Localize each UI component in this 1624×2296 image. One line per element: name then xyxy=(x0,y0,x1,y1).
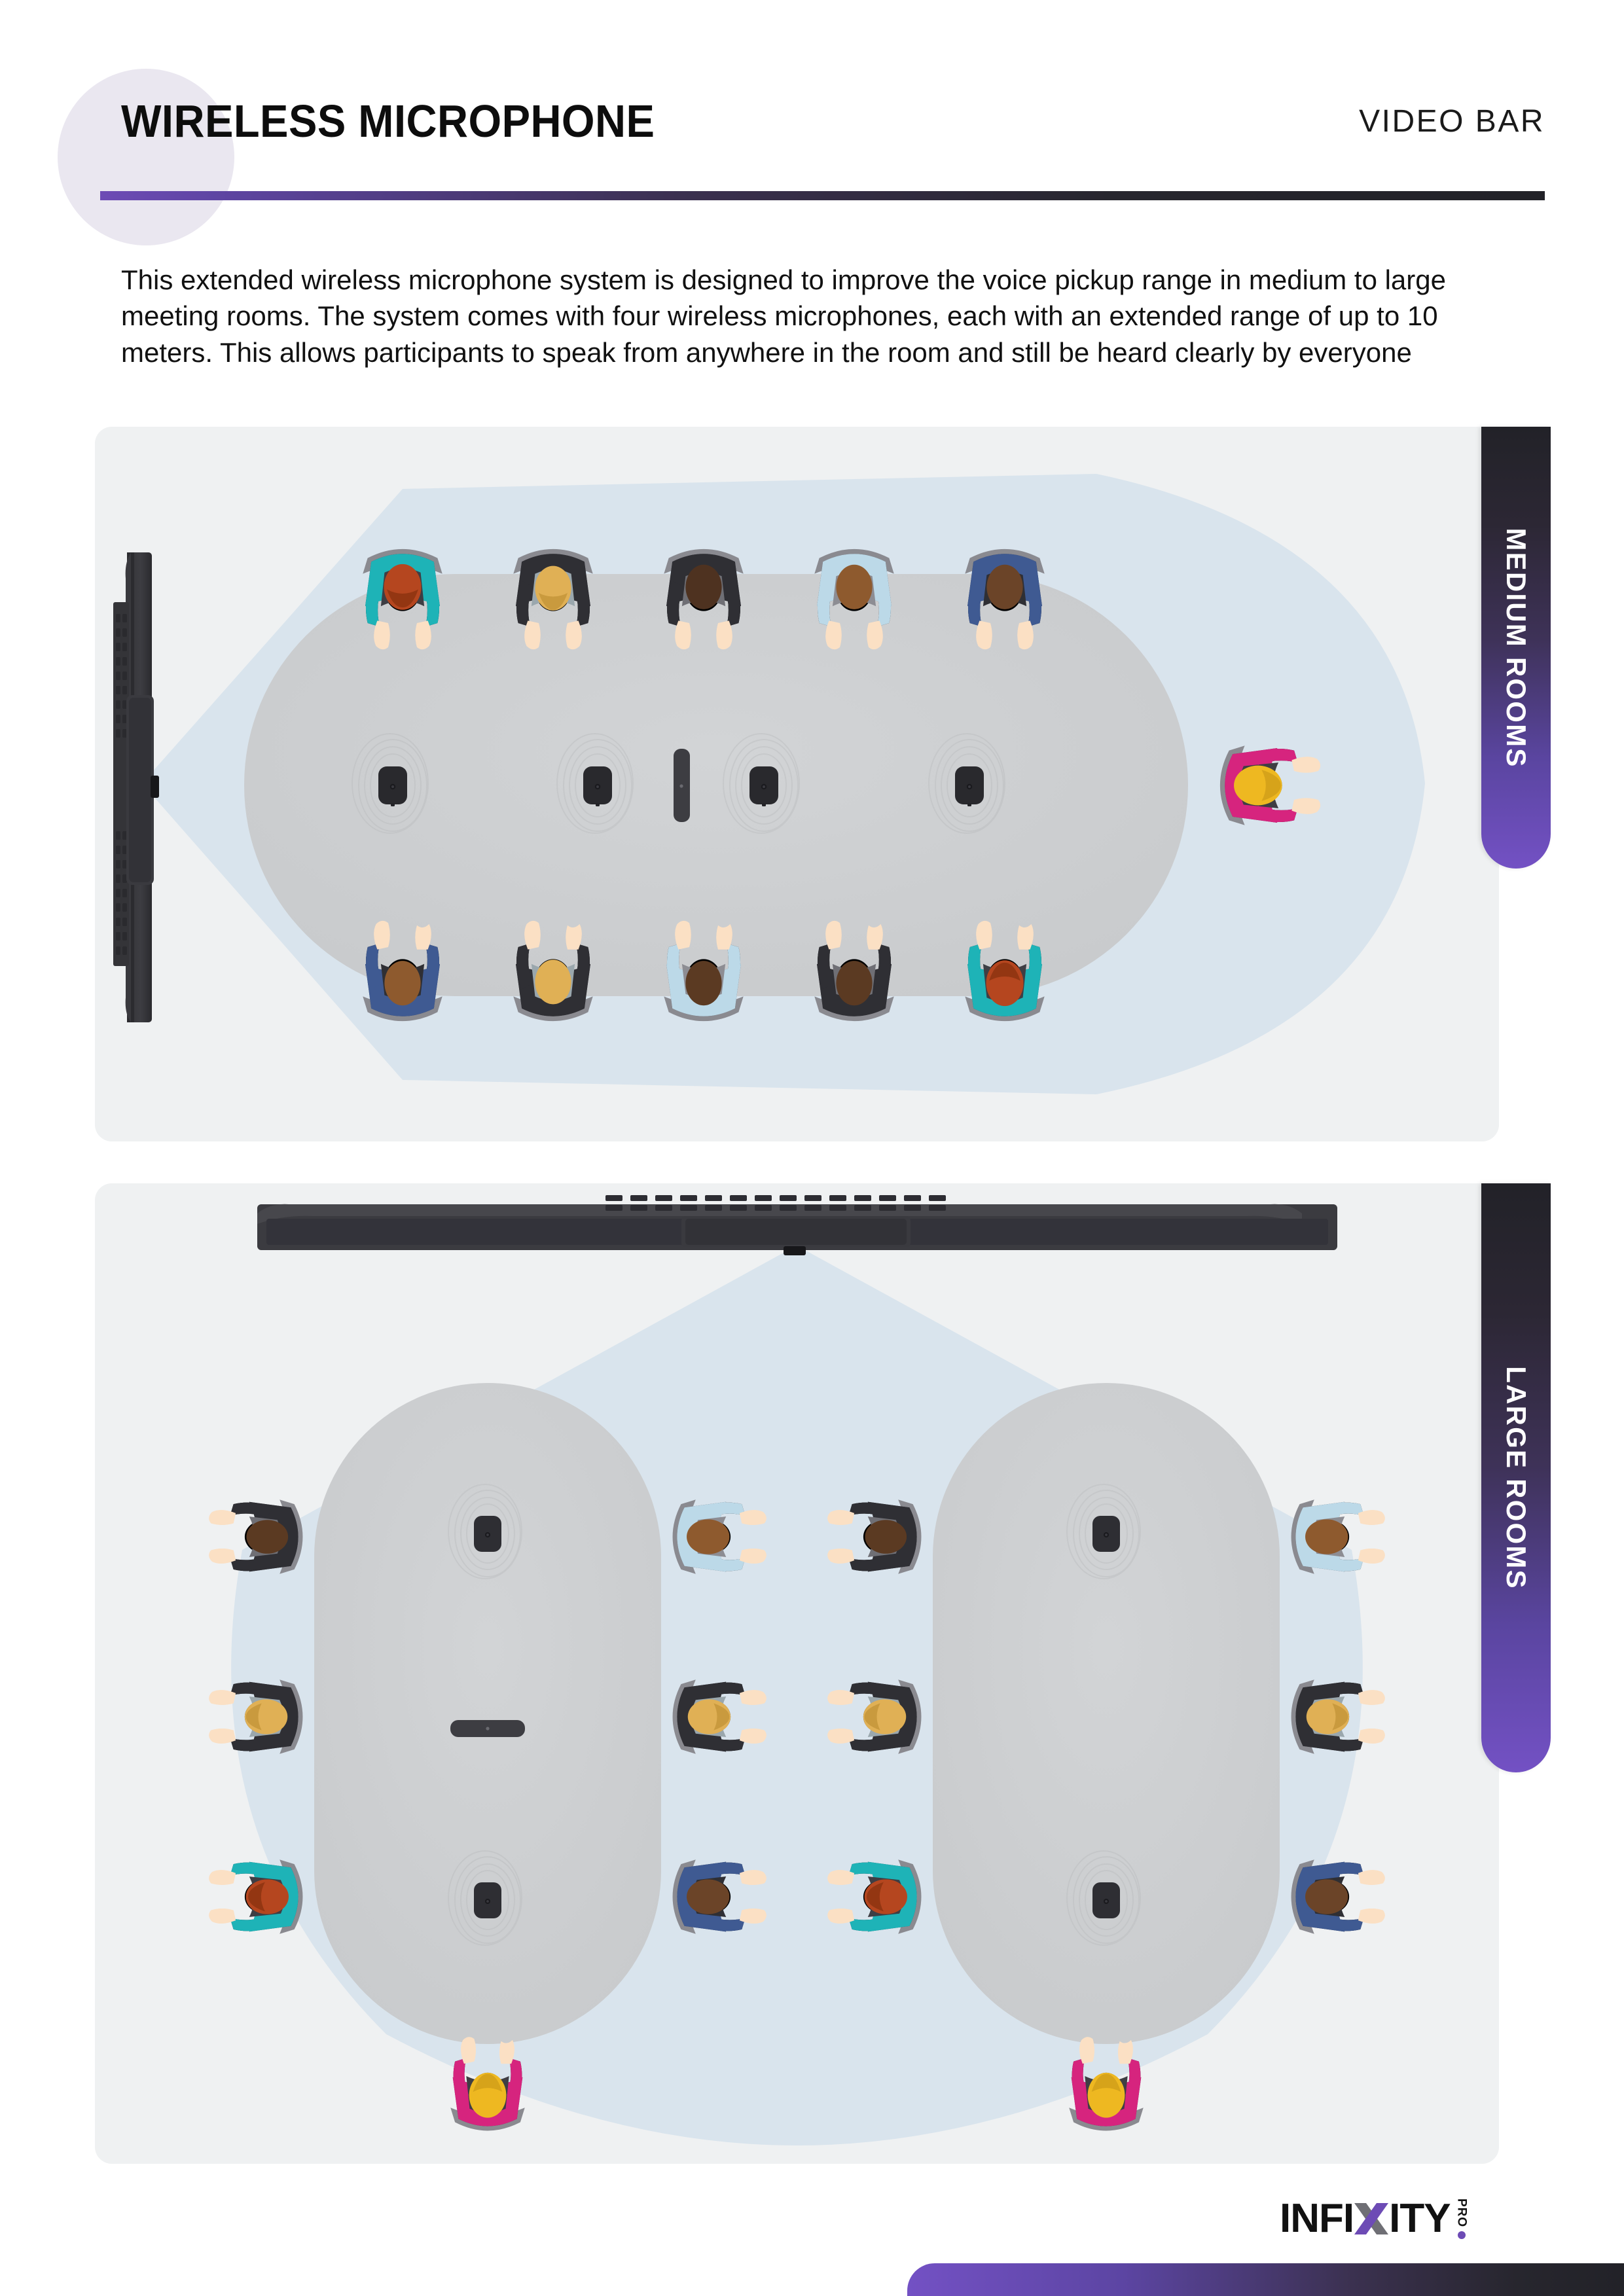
participant xyxy=(814,548,894,650)
brand-logo: INFI ITY PRO xyxy=(1280,2194,1555,2244)
participant xyxy=(363,920,442,1022)
participant xyxy=(209,1499,303,1574)
participant xyxy=(965,548,1045,650)
participant xyxy=(672,1859,767,1934)
logo-wordmark: INFI ITY xyxy=(1280,2198,1451,2239)
participant xyxy=(814,920,894,1022)
side-tab-large-rooms: LARGE ROOMS xyxy=(1481,1183,1551,1772)
conference-table xyxy=(244,574,1188,996)
participant xyxy=(1291,1859,1385,1934)
participant xyxy=(1291,1679,1385,1754)
video-bar-device xyxy=(681,1216,911,1255)
participant xyxy=(672,1679,767,1754)
large-room-diagram xyxy=(95,1183,1499,2164)
participant xyxy=(965,920,1045,1022)
participant xyxy=(450,2037,525,2131)
display-screen xyxy=(257,1195,1337,1255)
charging-dock xyxy=(450,1720,525,1737)
charging-dock xyxy=(674,749,690,822)
participant xyxy=(827,1859,922,1934)
footer-accent-bar xyxy=(907,2263,1624,2296)
header-decorative-circle xyxy=(58,69,234,245)
side-tab-medium-rooms: MEDIUM ROOMS xyxy=(1481,427,1551,869)
logo-text-left: INFI xyxy=(1280,2196,1354,2241)
side-tab-medium-label: MEDIUM ROOMS xyxy=(1501,527,1532,768)
intro-paragraph: This extended wireless microphone system… xyxy=(121,264,1446,368)
logo-n-mark-icon xyxy=(1354,2203,1389,2234)
participant xyxy=(513,920,593,1022)
participant xyxy=(672,1499,767,1574)
logo-pro-text: PRO xyxy=(1454,2198,1469,2228)
participant xyxy=(827,1499,922,1574)
participant xyxy=(363,548,442,650)
logo-pro-dot-icon xyxy=(1458,2231,1466,2240)
participant xyxy=(209,1679,303,1754)
diagram-panel-medium-rooms xyxy=(95,427,1499,1141)
participant xyxy=(664,548,744,650)
participant xyxy=(1069,2037,1144,2131)
participant xyxy=(1291,1499,1385,1574)
side-tab-large-label: LARGE ROOMS xyxy=(1501,1366,1532,1590)
conference-table xyxy=(933,1383,1280,2044)
page-header: WIRELESS MICROPHONE VIDEO BAR xyxy=(121,98,1545,177)
logo-text-right: ITY xyxy=(1389,2196,1451,2241)
participant xyxy=(209,1859,303,1934)
header-divider xyxy=(100,191,1545,200)
participant xyxy=(1219,745,1321,825)
page-title: WIRELESS MICROPHONE xyxy=(121,96,655,147)
conference-table xyxy=(314,1383,661,2044)
display-screen xyxy=(113,552,159,1022)
participant xyxy=(513,548,593,650)
participant xyxy=(664,920,744,1022)
diagram-panel-large-rooms xyxy=(95,1183,1499,2164)
participant xyxy=(827,1679,922,1754)
page-subtitle: VIDEO BAR xyxy=(1359,104,1545,139)
logo-pro-suffix: PRO xyxy=(1454,2198,1469,2240)
video-bar-device xyxy=(126,695,159,885)
medium-room-diagram xyxy=(95,427,1499,1141)
